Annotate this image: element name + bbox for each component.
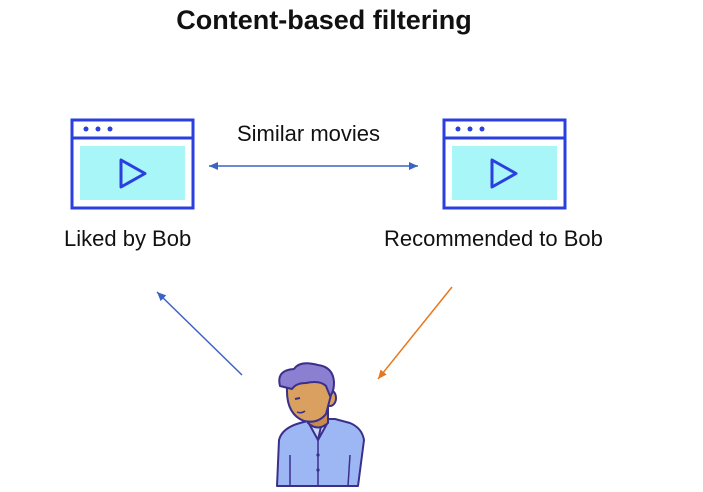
liked-arrow <box>156 291 243 376</box>
liked-movie-window-icon <box>70 118 195 210</box>
recommend-arrow <box>377 286 453 380</box>
diagram-title: Content-based filtering <box>176 5 472 35</box>
similar-movies-label: Similar movies <box>237 121 381 146</box>
play-icon <box>490 158 518 189</box>
play-icon <box>119 158 147 189</box>
liked-by-bob-label: Liked by Bob <box>64 226 192 251</box>
user-avatar-icon <box>276 362 365 487</box>
recommended-movie-window-icon <box>442 118 567 210</box>
recommended-to-bob-label: Recommended to Bob <box>384 226 603 251</box>
